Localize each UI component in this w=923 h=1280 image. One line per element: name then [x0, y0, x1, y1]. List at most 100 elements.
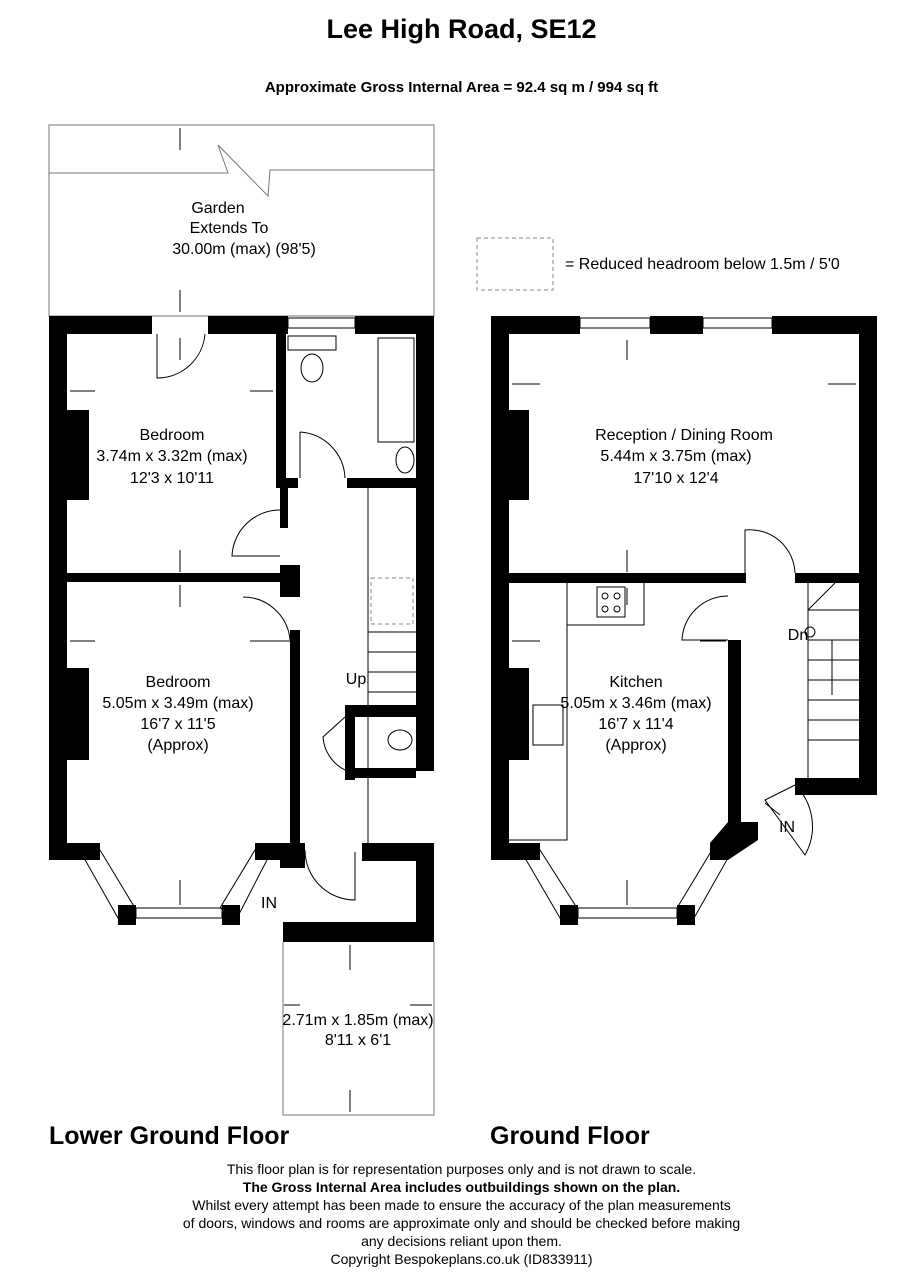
bedroom1-imperial: 12'3 x 10'11 — [130, 470, 214, 487]
wall — [49, 843, 100, 860]
wall — [280, 565, 300, 597]
wall — [283, 922, 434, 942]
wall — [345, 705, 416, 717]
wall — [491, 316, 580, 334]
entrance-door-swing — [764, 784, 813, 856]
wall — [795, 778, 805, 788]
chimney-breast — [67, 668, 89, 760]
bedroom1-name: Bedroom — [140, 427, 205, 444]
bedroom2-imperial: 16'7 x 11'5 — [140, 716, 215, 733]
wall — [208, 316, 288, 334]
basin-icon — [395, 446, 415, 474]
bath-icon — [377, 337, 415, 443]
lower-ground-floor-plan: Garden Extends To 30.00m (max) (98'5) Be… — [48, 124, 435, 1116]
garden-extends: Extends To — [190, 220, 269, 237]
wall — [118, 905, 136, 925]
stairs-down-label: Dn — [788, 627, 808, 644]
wall — [276, 478, 298, 488]
entrance-label: IN — [261, 895, 277, 912]
wall — [345, 705, 355, 780]
door-swing — [304, 849, 356, 901]
chimney-breast — [509, 668, 529, 760]
kitchen-metric: 5.05m x 3.46m (max) — [560, 695, 711, 712]
garden-name: Garden — [191, 200, 244, 217]
door-swing — [242, 596, 291, 641]
wall — [347, 478, 434, 488]
entrance-label: IN — [779, 819, 795, 836]
garden-break-line — [49, 144, 434, 198]
bay-window — [135, 907, 223, 919]
wall — [222, 905, 240, 925]
wall — [416, 843, 434, 942]
wall — [795, 573, 859, 583]
reception-imperial: 17'10 x 12'4 — [633, 470, 718, 487]
wall — [276, 334, 286, 488]
kitchen-worktop — [509, 583, 645, 841]
wall — [795, 778, 877, 795]
bedroom2-metric: 5.05m x 3.49m (max) — [102, 695, 253, 712]
bay-window — [577, 907, 678, 919]
reception-metric: 5.44m x 3.75m (max) — [600, 448, 751, 465]
disclaimer-line-bold: The Gross Internal Area includes outbuil… — [242, 1179, 681, 1195]
reduced-headroom-swatch — [476, 237, 554, 291]
chimney-breast — [67, 410, 89, 500]
bedroom1-metric: 3.74m x 3.32m (max) — [96, 448, 247, 465]
door-swing — [681, 595, 729, 641]
legend-label: = Reduced headroom below 1.5m / 5'0 — [565, 256, 840, 273]
front-area-imperial: 8'11 x 6'1 — [325, 1032, 391, 1049]
sink-icon — [532, 704, 564, 746]
staircase — [367, 488, 416, 845]
bedroom2-name: Bedroom — [146, 674, 211, 691]
window — [287, 317, 356, 329]
hob-burner — [601, 592, 609, 600]
kitchen-name: Kitchen — [609, 674, 662, 691]
hob-icon — [596, 586, 626, 618]
wall — [49, 316, 67, 860]
reception-name: Reception / Dining Room — [595, 427, 773, 444]
wall — [772, 316, 877, 334]
wall — [859, 316, 877, 795]
wall — [280, 488, 288, 528]
dimension-arrows — [70, 128, 432, 1112]
wall — [560, 905, 578, 925]
wall — [290, 630, 300, 845]
door-swing — [744, 529, 796, 574]
ground-floor-label: Ground Floor — [490, 1122, 650, 1150]
front-area-outline — [282, 942, 435, 1116]
door-swing — [156, 333, 206, 379]
chimney-breast — [509, 410, 529, 500]
wall — [710, 822, 758, 860]
wall — [677, 905, 695, 925]
hob-burner — [601, 605, 609, 613]
disclaimer-line: of doors, windows and rooms are approxim… — [182, 1215, 741, 1231]
kitchen-note: (Approx) — [605, 737, 666, 754]
gross-area: Approximate Gross Internal Area = 92.4 s… — [264, 79, 659, 96]
toilet-cistern — [287, 335, 337, 351]
hob-burner — [613, 592, 621, 600]
reduced-headroom-area — [370, 577, 414, 625]
hob-burner — [613, 605, 621, 613]
door-swing — [299, 431, 346, 479]
disclaimer-line: any decisions reliant upon them. — [361, 1233, 562, 1249]
plan-title: Lee High Road, SE12 — [326, 14, 597, 44]
copyright: Copyright Bespokeplans.co.uk (ID833911) — [330, 1251, 593, 1267]
wall — [355, 316, 434, 334]
toilet-icon — [387, 729, 413, 751]
bedroom2-note: (Approx) — [147, 737, 208, 754]
wall — [67, 573, 290, 582]
wall — [49, 316, 152, 334]
disclaimer-line: This floor plan is for representation pu… — [226, 1161, 697, 1177]
toilet-icon — [300, 353, 324, 383]
wall — [650, 316, 703, 334]
front-area-metric: 2.71m x 1.85m (max) — [282, 1012, 433, 1029]
ground-floor-plan: Reception / Dining Room 5.44m x 3.75m (m… — [491, 316, 877, 925]
lower-ground-floor-label: Lower Ground Floor — [49, 1122, 290, 1150]
dimension-arrows — [512, 340, 856, 905]
wall — [728, 640, 741, 830]
disclaimer: This floor plan is for representation pu… — [0, 1160, 923, 1268]
wall — [509, 573, 746, 583]
wall — [491, 843, 540, 860]
wall — [345, 768, 416, 778]
wall — [255, 843, 290, 860]
door-swing — [231, 509, 281, 557]
